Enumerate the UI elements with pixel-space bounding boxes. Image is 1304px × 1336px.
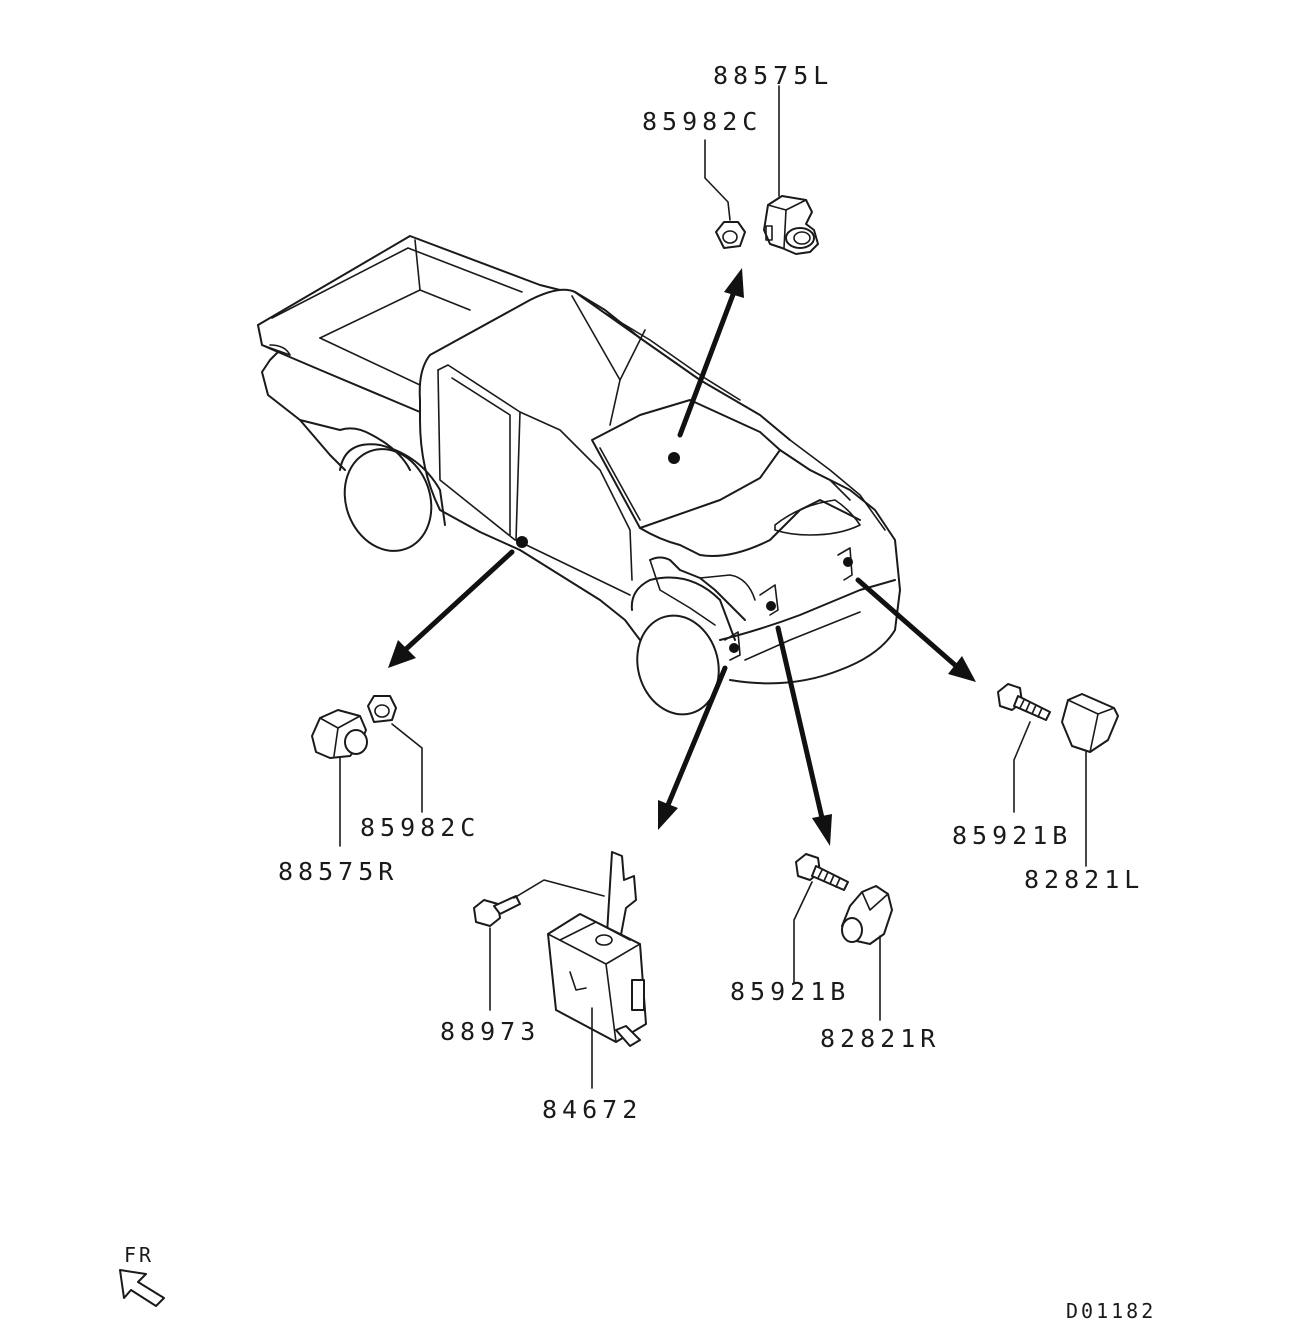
label-84672: 84672 (542, 1095, 642, 1124)
drawing-code: D01182 (1066, 1299, 1156, 1323)
label-82821r: 82821R (820, 1024, 940, 1053)
front-direction-indicator: FR (119, 1243, 165, 1307)
sensor-82821l-part (1061, 693, 1119, 753)
label-82821l: 82821L (1024, 865, 1144, 894)
bolt-88973-part (473, 895, 521, 927)
module-84672-part (547, 851, 647, 1047)
front-arrow-icon (119, 1269, 165, 1307)
label-85982c-left: 85982C (360, 813, 480, 842)
label-85921b-right: 85921B (730, 977, 850, 1006)
bolt-85921b-right-part (795, 853, 849, 891)
bolt-85921b-left-part (997, 683, 1051, 721)
part-number-labels: 88575L 85982C 85982C 88575R 88973 84672 … (278, 61, 1144, 1124)
truck-outline (257, 235, 901, 716)
sensor-82821r-part (841, 885, 893, 945)
label-88575l: 88575L (713, 61, 833, 90)
pointer-arrows (388, 268, 976, 846)
sensor-88575l-part (763, 195, 819, 255)
nut-85982c-top-part (715, 221, 746, 249)
nut-85982c-left-part (367, 695, 397, 723)
label-88973: 88973 (440, 1017, 540, 1046)
sensor-88575r-part (311, 709, 368, 759)
label-88575r: 88575R (278, 857, 398, 886)
fr-label: FR (124, 1243, 154, 1267)
label-85982c-top: 85982C (642, 107, 762, 136)
label-85921b-left: 85921B (952, 821, 1072, 850)
